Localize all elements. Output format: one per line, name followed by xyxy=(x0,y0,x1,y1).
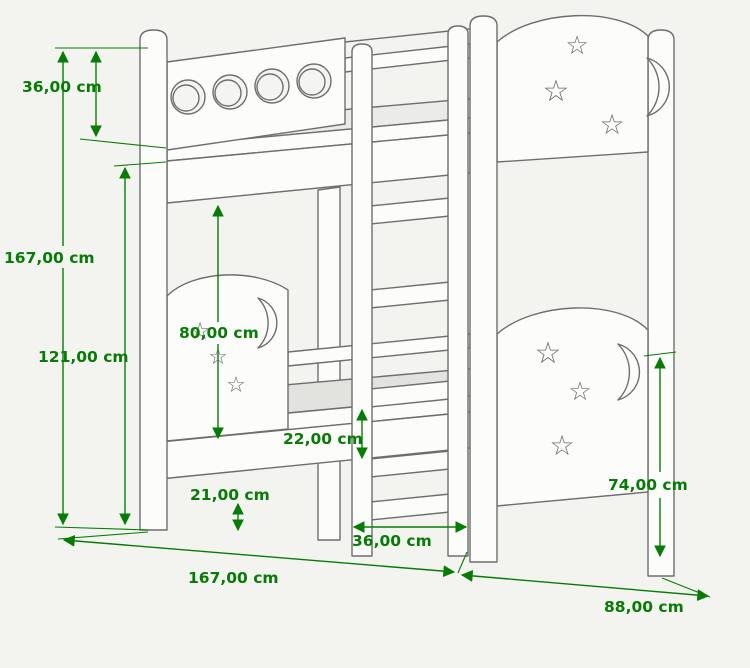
star-cutout-icon: ☆ xyxy=(535,336,562,371)
extension-line xyxy=(643,351,677,357)
dimension-label: 21,00 cm xyxy=(190,486,270,504)
bunk-bed-drawing: ☆ ☆ ☆ ☆ ☆ ☆ ☆ ☆ ☆ xyxy=(139,14,675,577)
upper-footboard xyxy=(496,14,649,163)
ladder-right-stile xyxy=(447,25,469,557)
porthole-cutout-inner xyxy=(298,68,326,96)
lower-footboard xyxy=(496,307,649,507)
front-left-post xyxy=(139,29,168,531)
ladder-left-stile xyxy=(351,43,373,557)
crescent-moon-cutout-icon xyxy=(617,343,641,401)
crescent-moon-cutout-icon xyxy=(646,57,671,117)
dimension-top-panel-height: 36,00 cm xyxy=(22,50,102,138)
dimension-label: 80,00 cm xyxy=(179,324,259,342)
star-cutout-icon: ☆ xyxy=(226,373,246,398)
lower-guard-board xyxy=(166,274,289,442)
porthole-cutout-inner xyxy=(256,73,284,101)
rear-left-post xyxy=(317,186,341,541)
dimension-total-depth: 88,00 cm xyxy=(460,569,710,616)
star-cutout-icon: ☆ xyxy=(549,429,574,462)
dimension-total-height: 167,00 cm xyxy=(4,50,95,526)
dimension-frame-depth: 22,00 cm xyxy=(283,408,368,460)
dimension-total-length: 167,00 cm xyxy=(62,534,456,587)
crescent-moon-cutout-icon xyxy=(257,297,278,349)
dimension-label: 36,00 cm xyxy=(22,78,102,96)
porthole-cutout-inner xyxy=(172,84,200,112)
star-cutout-icon: ☆ xyxy=(565,31,588,61)
star-cutout-icon: ☆ xyxy=(543,74,570,109)
dimension-label: 36,00 cm xyxy=(352,532,432,550)
extension-line xyxy=(79,138,167,149)
extension-line xyxy=(457,551,468,574)
rear-right-post xyxy=(647,29,675,577)
star-cutout-icon: ☆ xyxy=(189,317,211,345)
dimension-label: 74,00 cm xyxy=(608,476,688,494)
dimension-label: 22,00 cm xyxy=(283,430,363,448)
dimension-annotations: 36,00 cm 167,00 cm 121,00 cm 80,00 cm 22… xyxy=(4,47,711,616)
dimension-under-bunk-clearance: 80,00 cm xyxy=(179,204,259,440)
dimension-label: 167,00 cm xyxy=(4,249,95,267)
extension-line xyxy=(54,526,149,531)
dimension-label: 88,00 cm xyxy=(604,598,684,616)
dimension-side-height: 121,00 cm xyxy=(38,166,131,526)
lower-footboard-panel: ☆ ☆ ☆ xyxy=(496,307,649,507)
upper-guard-panel-portholes xyxy=(166,37,346,151)
dimension-label: 121,00 cm xyxy=(38,348,129,366)
dimension-label: 167,00 cm xyxy=(188,569,279,587)
porthole-cutout-inner xyxy=(214,79,242,107)
dimension-floor-clearance: 21,00 cm xyxy=(190,486,270,532)
lower-guard-panel: ☆ ☆ ☆ xyxy=(166,274,289,442)
extension-line xyxy=(113,161,167,167)
dimension-footboard-height: 74,00 cm xyxy=(608,356,688,558)
star-cutout-icon: ☆ xyxy=(568,377,591,407)
upper-footboard-panel: ☆ ☆ ☆ xyxy=(496,14,671,163)
front-right-post xyxy=(469,15,498,563)
star-cutout-icon: ☆ xyxy=(599,108,624,141)
